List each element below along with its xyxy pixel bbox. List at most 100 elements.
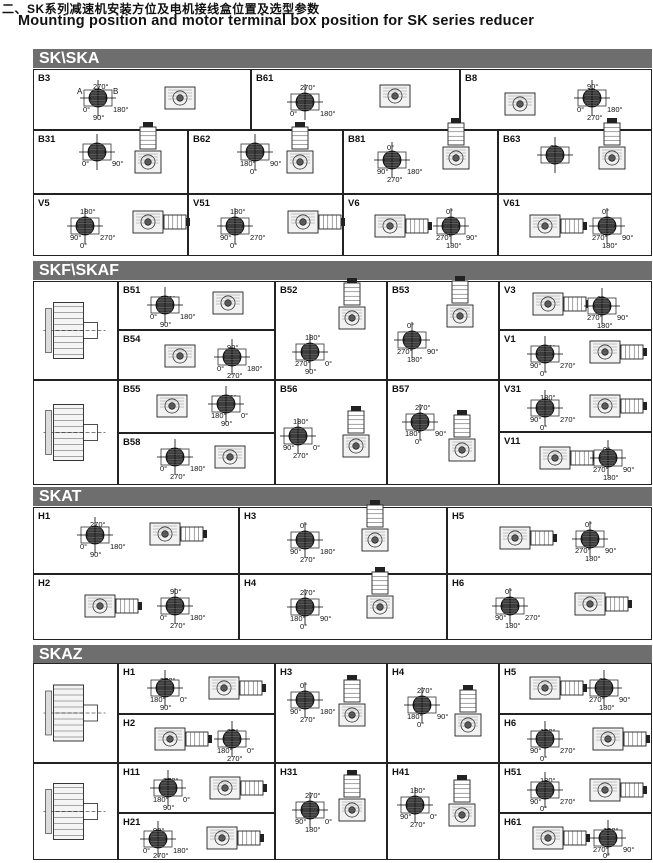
angle-label: 0° <box>407 321 415 330</box>
mounting-position-code: B52 <box>280 285 298 296</box>
angle-label: 90° <box>530 361 542 370</box>
angle-label: 90° <box>112 159 124 168</box>
angle-label: 180° <box>602 241 618 250</box>
angle-label: 180° <box>405 429 421 438</box>
angle-label: 90° <box>70 233 82 242</box>
angle-label: 180° <box>180 312 196 321</box>
angle-label: 180° <box>305 333 321 342</box>
angle-label: 180° <box>410 786 426 795</box>
angle-label: 0° <box>387 143 395 152</box>
angle-label: 0° <box>230 241 238 250</box>
mounting-position-code: B63 <box>503 134 521 145</box>
angle-label: 90° <box>495 613 507 622</box>
mounting-position-code: H2 <box>123 718 136 729</box>
angle-label: 90° <box>437 712 449 721</box>
angle-label: 90° <box>290 707 302 716</box>
angle-label: 270° <box>587 313 603 322</box>
angle-label: 270° <box>295 359 311 368</box>
title-chinese: 二、SK系列减速机安装方位及电机接线盒位置及选型参数 <box>2 2 320 16</box>
angle-label: 0° <box>417 720 425 729</box>
angle-label: 180° <box>320 109 336 118</box>
angle-label: 270° <box>250 233 266 242</box>
angle-label: 180° <box>407 712 423 721</box>
angle-label: 180° <box>290 614 306 623</box>
angle-label: 90° <box>377 167 389 176</box>
angle-label: 270° <box>90 520 106 529</box>
angle-label: 0° <box>83 105 91 114</box>
angle-label: 90° <box>623 845 635 854</box>
angle-label: 270° <box>160 294 176 303</box>
angle-label: 180° <box>153 795 169 804</box>
angle-label: 180° <box>173 846 189 855</box>
angle-label: 90° <box>163 803 175 812</box>
angle-label: 90° <box>320 614 332 623</box>
angle-label: 180° <box>293 417 309 426</box>
angle-label: 0° <box>430 812 438 821</box>
angle-label: 0° <box>247 746 255 755</box>
angle-label: 180° <box>150 695 166 704</box>
angle-label: 90° <box>623 465 635 474</box>
angle-label: 0° <box>577 105 585 114</box>
mounting-position-code: V51 <box>193 198 210 209</box>
angle-label: 180° <box>597 321 613 330</box>
angle-label: 90° <box>587 82 599 91</box>
angle-label: 180° <box>540 343 556 352</box>
mounting-position-code: H6 <box>452 578 465 589</box>
angle-label: 270° <box>387 175 403 184</box>
angle-label: 0° <box>300 622 308 631</box>
mounting-position-code: H4 <box>392 667 405 678</box>
angle-label: 0° <box>150 312 158 321</box>
angle-label: 270° <box>592 233 608 242</box>
series-overview-panel <box>33 663 118 763</box>
mounting-position-code: V11 <box>504 436 521 447</box>
angle-label: 270° <box>417 686 433 695</box>
angle-label: 180° <box>446 241 462 250</box>
angle-label: 90° <box>295 817 307 826</box>
angle-label: 180° <box>217 746 233 755</box>
angle-label: 270° <box>300 83 316 92</box>
angle-label: 0° <box>325 359 333 368</box>
angle-label: 270° <box>250 143 266 152</box>
angle-label: 90° <box>530 415 542 424</box>
mounting-position-code: V31 <box>504 384 521 395</box>
angle-label: 90° <box>530 797 542 806</box>
side-letter-label: B <box>113 87 119 96</box>
angle-label: 0° <box>241 411 249 420</box>
angle-label: 180° <box>113 105 129 114</box>
angle-label: 270° <box>397 347 413 356</box>
angle-label: 180° <box>240 159 256 168</box>
angle-label: 270° <box>221 393 237 402</box>
angle-label: 180° <box>407 355 423 364</box>
mounting-position-code: H5 <box>452 511 465 522</box>
mounting-position-code: B8 <box>465 73 478 84</box>
mounting-position-code: B57 <box>392 384 410 395</box>
side-letter-label: A <box>77 87 83 96</box>
angle-label: 0° <box>446 207 454 216</box>
angle-label: 0° <box>143 846 151 855</box>
mounting-position-code: B54 <box>123 334 141 345</box>
angle-label: 90° <box>270 159 282 168</box>
angle-label: 0° <box>540 369 548 378</box>
mounting-position-code: H1 <box>123 667 136 678</box>
mounting-position-code: H5 <box>504 667 517 678</box>
angle-label: 0° <box>80 241 88 250</box>
mounting-position-code: H41 <box>392 767 410 778</box>
angle-label: 180° <box>407 167 423 176</box>
angle-label: 90° <box>605 546 617 555</box>
angle-label: 90° <box>170 587 182 596</box>
angle-label: 270° <box>227 754 243 763</box>
